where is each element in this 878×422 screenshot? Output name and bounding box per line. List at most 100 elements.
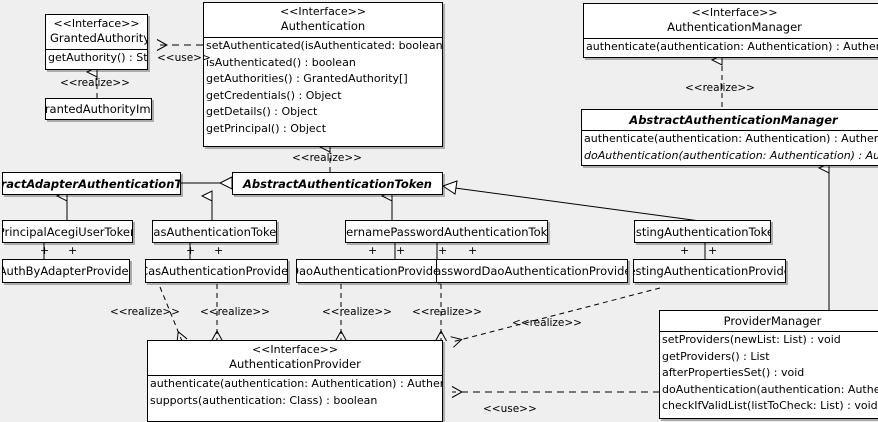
compartment-divider	[582, 130, 878, 131]
class-box-authentication-manager[interactable]: <<Interface>> AuthenticationManager auth…	[583, 3, 878, 58]
class-header-abstract-adapter-authentication-token: AbstractAdapterAuthenticationToken	[3, 173, 180, 194]
class-box-granted-authority-impl[interactable]: GrantedAuthorityImpl	[45, 98, 152, 120]
class-box-abstract-authentication-manager[interactable]: AbstractAuthenticationManager authentica…	[581, 109, 878, 166]
class-box-username-password-authentication-token[interactable]: UsernamePasswordAuthenticationToken	[345, 220, 548, 243]
class-header-granted-authority: <<Interface>> GrantedAuthority	[46, 15, 147, 49]
class-name-label: TestingAuthenticationProvider	[634, 264, 785, 278]
association-mark-password-dao-right: +	[468, 244, 478, 257]
class-name-label: AuthenticationProvider	[229, 357, 361, 371]
association-mark-password-dao-left: +	[438, 244, 448, 257]
edge-label-realize-granted-authority-impl: <<realize>>	[60, 77, 130, 89]
association-mark-cas-left: +	[186, 244, 196, 257]
edge-label-use-provider-manager: <<use>>	[483, 403, 537, 415]
class-name-label: AbstractAuthenticationToken	[242, 176, 432, 191]
edge-label-realize-password-dao-authentication-provider: <<realize>>	[412, 306, 482, 318]
edge-label-realize-cas-authentication-provider: <<realize>>	[200, 306, 270, 318]
edge-label-realize-testing-authentication-provider: <<realize>>	[512, 317, 582, 329]
class-header-password-dao-authentication-provider: PasswordDaoAuthenticationProvider	[437, 260, 627, 282]
class-box-authentication-provider[interactable]: <<Interface>> AuthenticationProvider aut…	[147, 340, 443, 422]
class-name-label: UsernamePasswordAuthenticationToken	[346, 224, 547, 239]
compartment-divider	[148, 375, 442, 376]
class-name-label: CasAuthenticationProvider	[145, 264, 288, 278]
method-item: afterPropertiesSet() : void	[662, 366, 805, 379]
edge-label-use-authentication-granted-authority: <<use>>	[157, 52, 211, 64]
edge-label-realize-auth-by-adapter-provider: <<realize>>	[110, 306, 180, 318]
method-item: isAuthenticated() : boolean	[206, 55, 356, 69]
association-mark-testing-right: +	[708, 244, 718, 257]
method-item: setProviders(newList: List) : void	[662, 333, 841, 346]
compartment-divider	[46, 49, 147, 50]
class-header-provider-manager: ProviderManager	[660, 311, 878, 331]
compartment-divider	[584, 38, 878, 39]
class-name-label: AbstractAuthenticationManager	[629, 113, 838, 127]
class-name-label: GrantedAuthority	[50, 31, 148, 45]
method-compartment-granted-authority: getAuthority() : String	[46, 50, 147, 67]
association-mark-cas-right: +	[214, 244, 224, 257]
class-name-label: AuthenticationManager	[667, 20, 802, 34]
class-name-label: CasAuthenticationToken	[152, 224, 277, 239]
class-header-username-password-authentication-token: UsernamePasswordAuthenticationToken	[346, 221, 547, 242]
class-header-authentication-provider: <<Interface>> AuthenticationProvider	[148, 341, 442, 375]
class-header-cas-authentication-token: CasAuthenticationToken	[153, 221, 276, 242]
class-header-cas-authentication-provider: CasAuthenticationProvider	[146, 260, 287, 282]
method-item: getProviders() : List	[662, 349, 770, 363]
method-item: getAuthorities() : GrantedAuthority[]	[206, 72, 408, 85]
class-name-label: TestingAuthenticationToken	[635, 224, 770, 239]
compartment-divider	[204, 37, 442, 38]
edge-label-realize-dao-authentication-provider: <<realize>>	[322, 306, 392, 318]
stereotype-label: <<Interface>>	[279, 5, 367, 18]
class-box-auth-by-adapter-provider[interactable]: AuthByAdapterProvider	[2, 259, 130, 283]
class-box-cas-authentication-provider[interactable]: CasAuthenticationProvider	[145, 259, 288, 283]
class-header-abstract-authentication-manager: AbstractAuthenticationManager	[582, 110, 878, 130]
method-item: getDetails() : Object	[206, 105, 318, 118]
method-item: authenticate(authentication: Authenticat…	[150, 377, 442, 390]
stereotype-label: <<Interface>>	[691, 6, 778, 19]
class-name-label: PasswordDaoAuthenticationProvider	[436, 264, 628, 278]
class-header-auth-by-adapter-provider: AuthByAdapterProvider	[3, 260, 129, 282]
class-box-provider-manager[interactable]: ProviderManager setProviders(newList: Li…	[659, 310, 878, 419]
method-item: getCredentials() : Object	[206, 88, 342, 102]
edge-label-realize-abstract-authentication-token: <<realize>>	[292, 152, 362, 164]
stereotype-label: <<Interface>>	[251, 343, 339, 356]
class-name-label: Authentication	[280, 19, 366, 33]
association-mark-dao-right: +	[396, 244, 406, 257]
method-compartment-abstract-authentication-manager: authenticate(authentication: Authenticat…	[582, 131, 878, 164]
compartment-divider	[660, 331, 878, 332]
class-header-testing-authentication-token: TestingAuthenticationToken	[635, 221, 770, 242]
class-header-principal-acegi-user-token: PrincipalAcegiUserToken	[3, 221, 132, 242]
class-box-testing-authentication-provider[interactable]: TestingAuthenticationProvider	[633, 259, 786, 283]
class-box-granted-authority[interactable]: <<Interface>> GrantedAuthority getAuthor…	[45, 14, 148, 70]
method-item: doAuthentication(authentication: Authent…	[662, 382, 878, 396]
class-name-label: GrantedAuthorityImpl	[45, 102, 151, 116]
class-name-label: AuthByAdapterProvider	[2, 264, 130, 278]
class-name-label: DaoAuthenticationProvider	[296, 264, 439, 278]
edge-label-realize-abstract-authentication-manager: <<realize>>	[685, 82, 755, 94]
stereotype-label: <<Interface>>	[53, 17, 140, 30]
method-compartment-authentication-manager: authenticate(authentication: Authenticat…	[584, 39, 878, 56]
association-mark-testing-left: +	[680, 244, 690, 257]
class-box-password-dao-authentication-provider[interactable]: PasswordDaoAuthenticationProvider	[436, 259, 628, 283]
association-mark-dao-left: +	[368, 244, 378, 257]
class-box-principal-acegi-user-token[interactable]: PrincipalAcegiUserToken	[2, 220, 133, 243]
method-item: getAuthority() : String	[48, 51, 148, 64]
class-header-dao-authentication-provider: DaoAuthenticationProvider	[297, 260, 438, 282]
class-box-abstract-authentication-token[interactable]: AbstractAuthenticationToken	[232, 172, 443, 195]
method-item: supports(authentication: Class) : boolea…	[150, 393, 378, 407]
class-box-cas-authentication-token[interactable]: CasAuthenticationToken	[152, 220, 277, 243]
class-box-abstract-adapter-authentication-token[interactable]: AbstractAdapterAuthenticationToken	[2, 172, 181, 195]
class-name-label: ProviderManager	[723, 314, 822, 328]
class-name-label: AbstractAdapterAuthenticationToken	[2, 176, 181, 191]
association-mark-principal-acegi-left: +	[40, 244, 50, 257]
method-item: authenticate(authentication: Authenticat…	[584, 132, 878, 145]
association-mark-principal-acegi-right: +	[68, 244, 78, 257]
method-item: checkIfValidList(listToCheck: List) : vo…	[662, 399, 878, 412]
class-box-dao-authentication-provider[interactable]: DaoAuthenticationProvider	[296, 259, 439, 283]
class-box-testing-authentication-token[interactable]: TestingAuthenticationToken	[634, 220, 771, 243]
method-item: setAuthenticated(isAuthenticated: boolea…	[206, 39, 443, 52]
method-compartment-authentication-provider: authenticate(authentication: Authenticat…	[148, 376, 442, 409]
class-header-authentication-manager: <<Interface>> AuthenticationManager	[584, 4, 878, 38]
method-compartment-provider-manager: setProviders(newList: List) : void getPr…	[660, 332, 878, 415]
class-header-abstract-authentication-token: AbstractAuthenticationToken	[233, 173, 442, 194]
class-box-authentication[interactable]: <<Interface>> Authentication setAuthenti…	[203, 2, 443, 147]
